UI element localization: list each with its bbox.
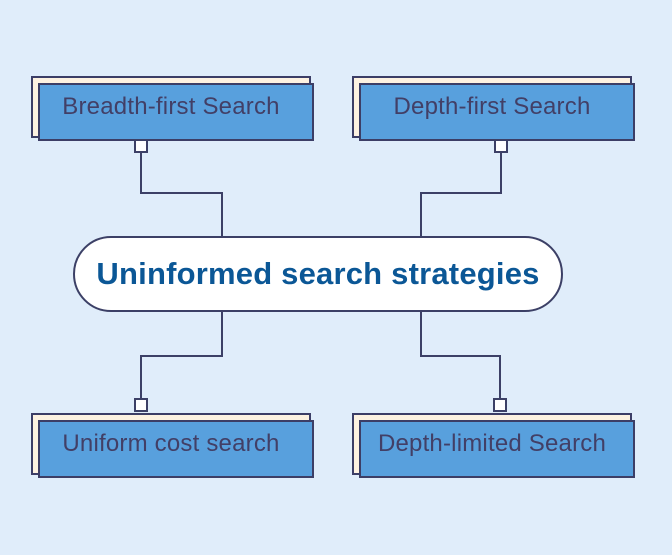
node-label: Depth-first Search [393, 93, 591, 120]
connector-port-top-left [134, 139, 148, 153]
node-uninformed-search-strategies: Uninformed search strategies [73, 236, 563, 312]
node-label: Breadth-first Search [62, 93, 280, 120]
connector-port-bottom-left [134, 398, 148, 412]
connector-bottom-left [140, 310, 223, 405]
connector-port-top-right [494, 139, 508, 153]
node-depth-limited-search: Depth-limited Search [352, 413, 635, 478]
node-breadth-first-search: Breadth-first Search [31, 76, 314, 141]
node-uniform-cost-search: Uniform cost search [31, 413, 314, 478]
connector-port-bottom-right [493, 398, 507, 412]
connector-top-left [140, 146, 223, 240]
connector-top-right [420, 146, 502, 240]
node-label: Depth-limited Search [377, 430, 607, 457]
center-node-title: Uninformed search strategies [96, 256, 540, 291]
node-depth-first-search: Depth-first Search [352, 76, 635, 141]
connector-bottom-right [420, 310, 501, 405]
node-label: Uniform cost search [62, 430, 280, 457]
